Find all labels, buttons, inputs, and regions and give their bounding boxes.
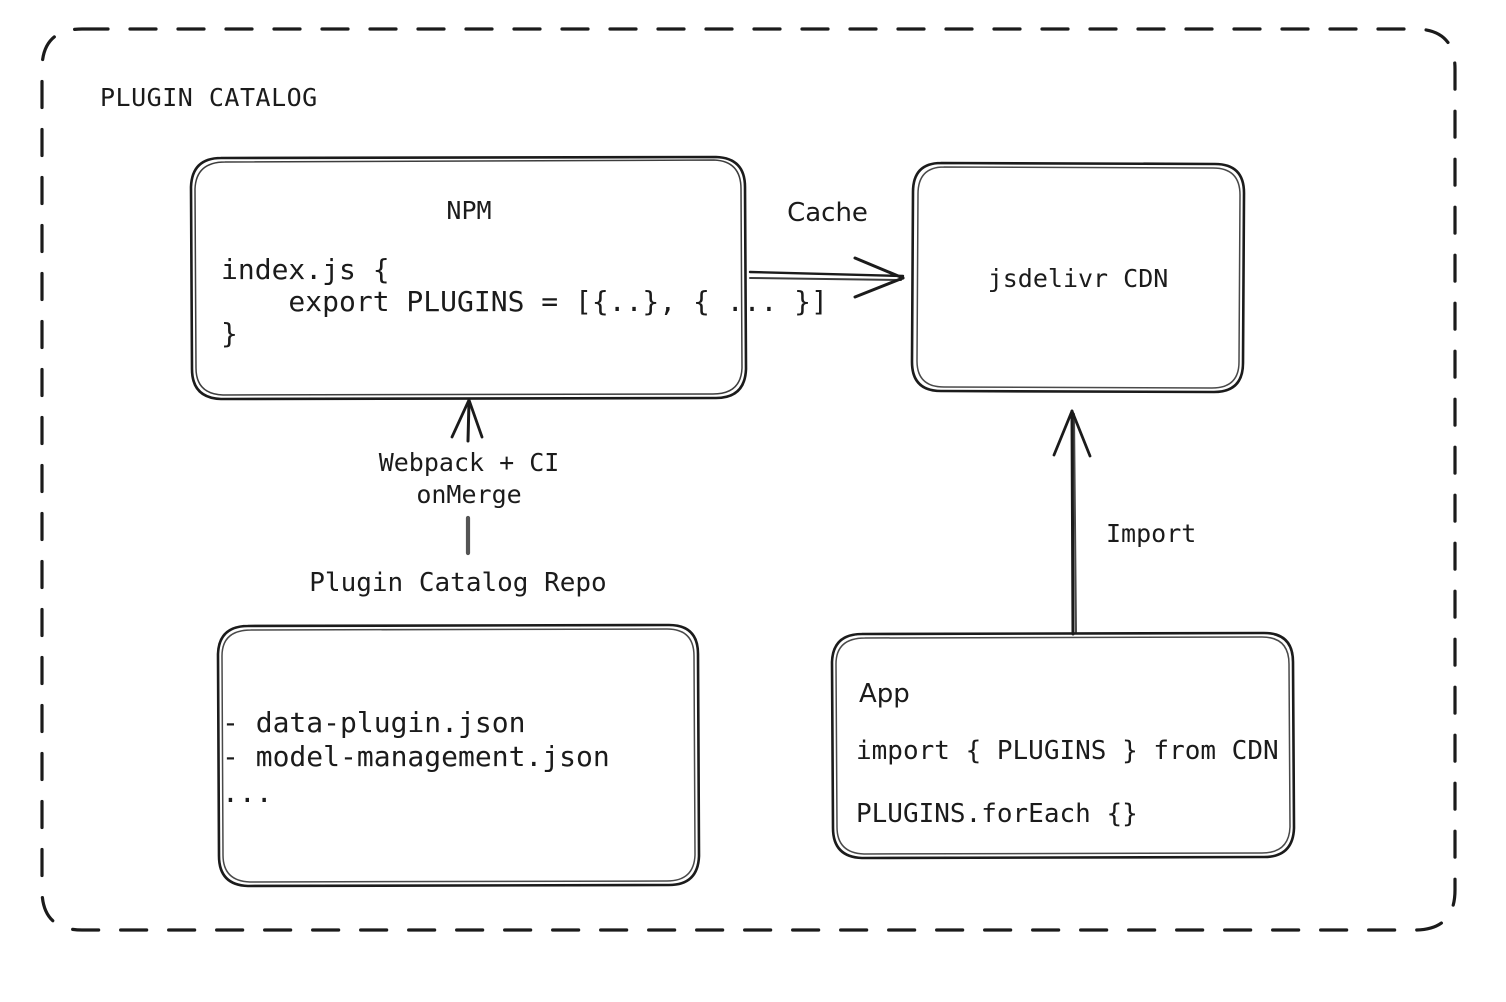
npm-box-title: NPM bbox=[446, 196, 492, 225]
plugin-catalog-title: PLUGIN CATALOG bbox=[100, 83, 318, 112]
npm-code-line-1: index.js { bbox=[221, 253, 390, 286]
arrow-app-to-cdn bbox=[1052, 409, 1092, 636]
app-code-line-2: PLUGINS.forEach {} bbox=[856, 799, 1138, 829]
npm-code-line-2: export PLUGINS = [{..}, { ... }] bbox=[221, 285, 828, 318]
app-code-line-1: import { PLUGINS } from CDN bbox=[856, 736, 1279, 766]
edge-label-onmerge: onMerge bbox=[416, 480, 522, 509]
edge-label-cache: Cache bbox=[787, 198, 868, 228]
repo-file-line-3: ... bbox=[222, 776, 273, 809]
repo-file-line-1: - data-plugin.json bbox=[222, 706, 526, 739]
cdn-box-title: jsdelivr CDN bbox=[987, 264, 1169, 293]
npm-code-line-3: } bbox=[221, 317, 238, 350]
app-box-title: App bbox=[859, 679, 910, 709]
repo-file-line-2: - model-management.json bbox=[222, 740, 610, 773]
repo-caption: Plugin Catalog Repo bbox=[309, 568, 607, 598]
edge-label-import: Import bbox=[1106, 519, 1197, 548]
edge-label-webpack-ci: Webpack + CI bbox=[378, 448, 560, 477]
